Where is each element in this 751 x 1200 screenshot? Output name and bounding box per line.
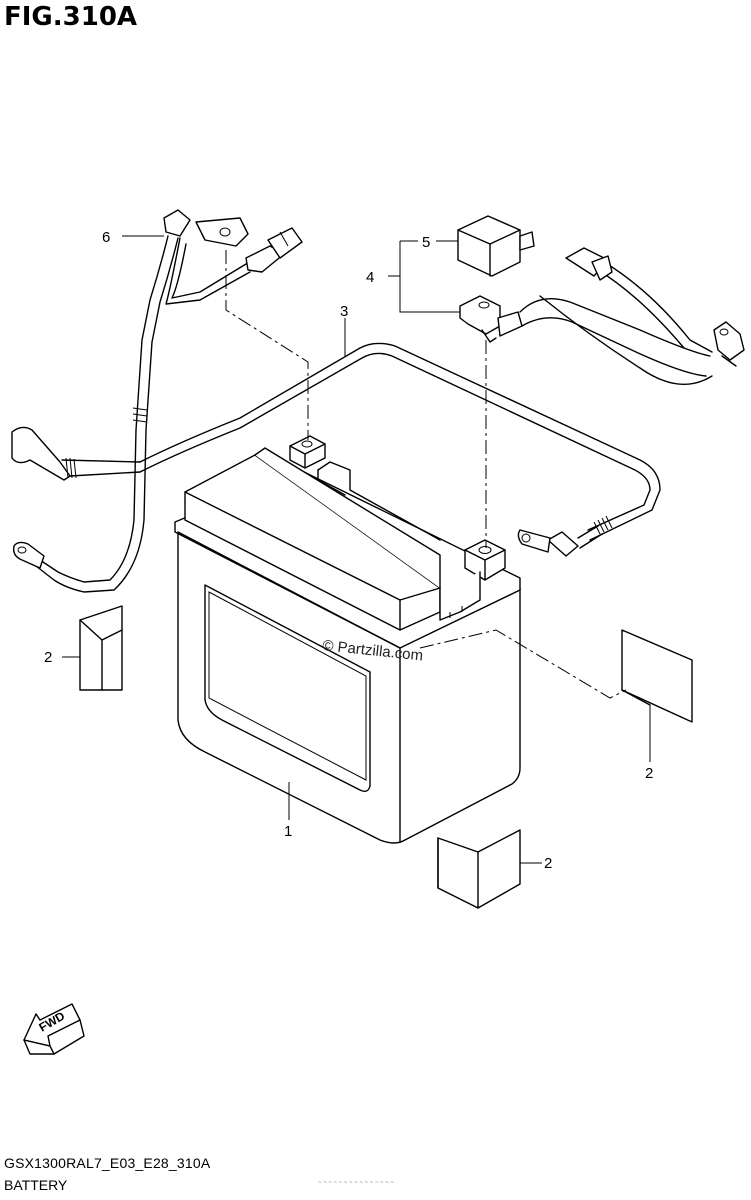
battery[interactable] — [174, 435, 521, 844]
battery-positive-cable[interactable] — [519, 247, 745, 386]
pad-left[interactable] — [79, 605, 123, 691]
fine-print: ~ ~ ~ ~ ~ ~ ~ ~ ~ ~ ~ ~ ~ ~ ~ — [318, 1180, 394, 1186]
callout-6: 6 — [102, 229, 110, 246]
terminal-bracket[interactable] — [459, 295, 523, 343]
pad-right[interactable] — [621, 629, 693, 723]
leader-lines — [62, 235, 651, 864]
terminal-cap[interactable] — [457, 215, 535, 277]
figure-code: GSX1300RAL7_E03_E28_310A — [4, 1155, 211, 1171]
figure-name: BATTERY — [4, 1177, 68, 1193]
callout-4: 4 — [366, 269, 374, 286]
callout-5: 5 — [422, 234, 430, 251]
callout-2-bottom: 2 — [544, 855, 552, 872]
callout-2-right: 2 — [645, 765, 653, 782]
harness[interactable] — [11, 342, 661, 557]
figure-title: FIG.310A — [4, 2, 138, 32]
pad-bottom[interactable] — [437, 829, 521, 909]
callout-1: 1 — [284, 823, 292, 840]
callout-3: 3 — [340, 303, 348, 320]
fwd-arrow-icon: FWD — [23, 1003, 85, 1055]
starter-relay-lead[interactable] — [12, 209, 303, 593]
callout-2-left: 2 — [44, 649, 52, 666]
